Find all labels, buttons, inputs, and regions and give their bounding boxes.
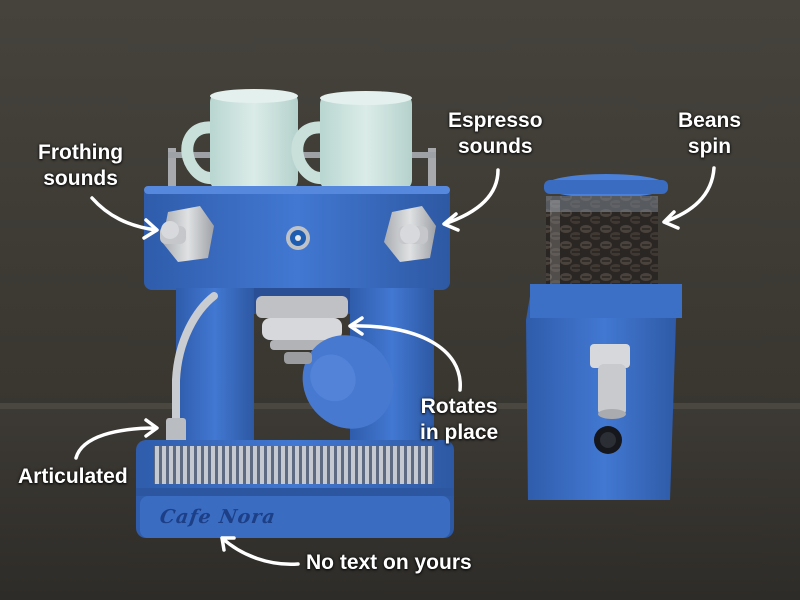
grinder-spout	[590, 344, 630, 419]
callout-beans: Beans spin	[678, 108, 741, 160]
arrow-articulated	[74, 418, 159, 460]
portafilter-handle	[284, 335, 394, 429]
mug-right	[291, 91, 412, 190]
callout-beans-line2: spin	[687, 135, 732, 158]
callout-frothing-line1: Frothing	[38, 141, 124, 164]
right-knob	[384, 206, 436, 262]
arrow-espresso	[442, 168, 500, 232]
arrow-beans	[662, 166, 716, 230]
machine-brand-text: Cafe Nora	[158, 506, 278, 528]
callout-espresso: Espresso sounds	[448, 108, 543, 160]
steam-wand	[166, 292, 218, 446]
callout-frothing-line2: sounds	[43, 167, 118, 190]
coffee-grinder	[526, 174, 682, 500]
callout-no-text-text: No text on yours	[306, 551, 472, 574]
callout-rotates: Rotates in place	[420, 394, 498, 446]
arrow-frothing	[90, 196, 159, 240]
callout-espresso-line1: Espresso	[448, 109, 543, 132]
pressure-gauge	[286, 226, 310, 250]
callout-articulated: Articulated	[18, 464, 128, 490]
group-head	[256, 296, 348, 350]
callout-rotates-line1: Rotates	[420, 395, 498, 418]
callout-rotates-line2: in place	[420, 421, 499, 444]
callout-articulated-text: Articulated	[18, 465, 128, 488]
mug-left	[181, 89, 298, 190]
callout-beans-line1: Beans	[678, 109, 742, 132]
bean-hopper	[546, 196, 658, 294]
drip-tray-grate	[154, 446, 434, 484]
left-knob	[160, 206, 214, 262]
callout-frothing: Frothing sounds	[38, 140, 123, 192]
machine-left-column	[176, 288, 254, 448]
callout-espresso-line2: sounds	[457, 135, 533, 158]
espresso-machine	[136, 89, 454, 538]
arrow-no-text	[220, 536, 300, 566]
arrow-rotates	[348, 316, 462, 392]
callout-no-text: No text on yours	[306, 550, 472, 576]
